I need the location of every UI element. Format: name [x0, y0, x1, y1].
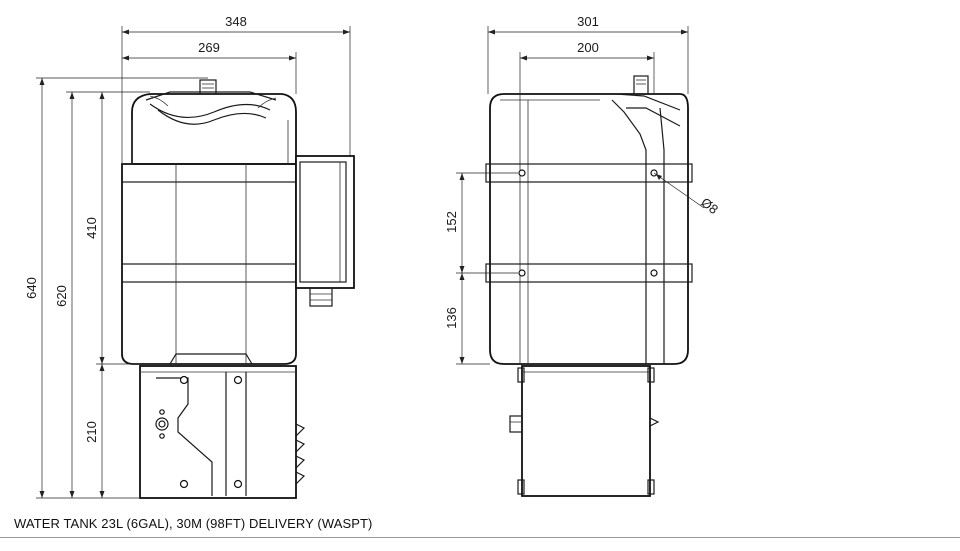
tank-body [121, 120, 297, 365]
front-tank-body [485, 75, 693, 365]
dim-side-height-body: 620 [54, 285, 69, 307]
front-dimensions [456, 26, 705, 365]
dim-side-height-total: 640 [24, 277, 39, 299]
dim-side-width-overall: 348 [225, 14, 247, 29]
side-dimensions [36, 26, 351, 499]
dim-front-width-overall: 301 [577, 14, 599, 29]
figure-caption: WATER TANK 23L (6GAL), 30M (98FT) DELIVE… [14, 516, 373, 531]
caption-divider [0, 537, 960, 538]
front-pump-base [509, 365, 660, 497]
dim-front-hole-spacing-upper: 152 [444, 211, 459, 233]
dim-side-width-tank: 269 [198, 40, 220, 55]
side-view: 348 269 640 620 410 210 [24, 14, 355, 499]
tank-cap [131, 79, 297, 165]
dim-side-height-tank: 410 [84, 217, 99, 239]
side-connector-box [295, 155, 355, 307]
pump-base [139, 365, 306, 499]
dim-front-width-inner: 200 [577, 40, 599, 55]
front-view: 301 200 152 136 Ø8 [444, 14, 721, 497]
dim-front-hole-diameter: Ø8 [698, 195, 721, 217]
dim-front-hole-spacing-lower: 136 [444, 307, 459, 329]
dim-side-height-base: 210 [84, 421, 99, 443]
